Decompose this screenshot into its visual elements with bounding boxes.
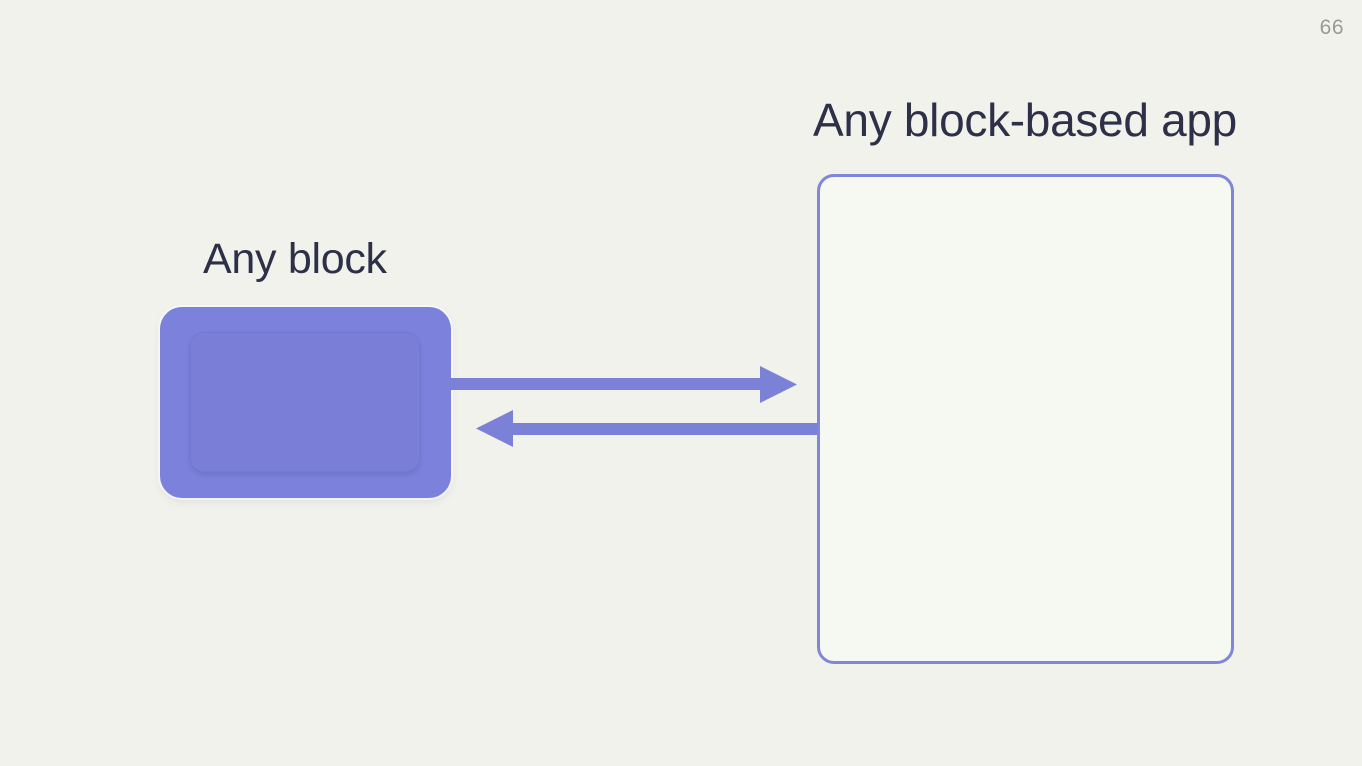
page-number: 66 <box>1319 16 1344 39</box>
arrow-left-icon <box>476 410 818 447</box>
arrow-right-icon <box>451 366 797 403</box>
app-box <box>817 174 1234 664</box>
any-block-shape <box>160 307 451 498</box>
app-title: Any block-based app <box>813 94 1237 146</box>
bidirectional-arrows <box>451 366 818 447</box>
block-label: Any block <box>203 235 387 283</box>
block-inner-shape <box>190 332 420 472</box>
